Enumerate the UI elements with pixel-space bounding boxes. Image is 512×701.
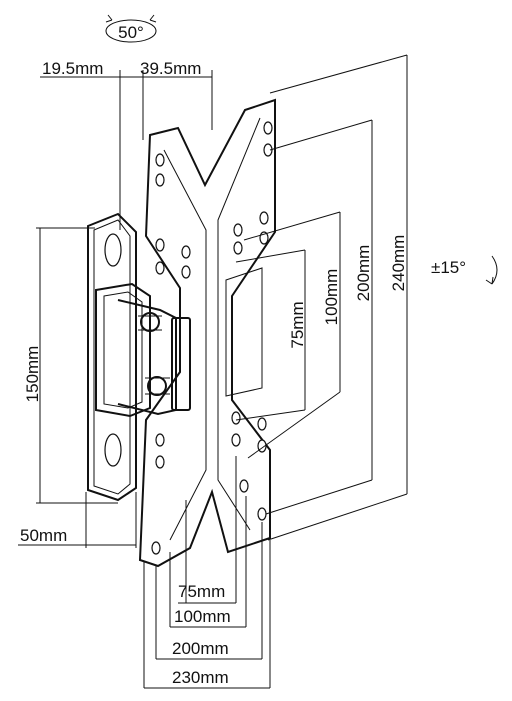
pivot-bolt-top — [140, 312, 160, 332]
dim-200mm-vertical: 200mm — [354, 245, 373, 302]
side-angle-label: ±15° — [431, 258, 466, 277]
dim-200mm-horizontal: 200mm — [172, 639, 229, 658]
keyhole-top — [104, 233, 122, 267]
pivot-bolt-bottom — [147, 376, 167, 396]
side-rotation-indicator: ±15° — [431, 255, 498, 285]
top-angle-label: 50° — [118, 23, 144, 42]
dim-75mm-vertical: 75mm — [288, 301, 307, 348]
right-vertical-dimensions: 240mm 200mm 100mm 75mm — [235, 54, 408, 541]
top-rotation-indicator: 50° — [105, 14, 157, 43]
dim-240mm: 240mm — [389, 235, 408, 292]
dim-39-5mm: 39.5mm — [140, 59, 201, 78]
dim-50mm: 50mm — [20, 526, 67, 545]
wall-plate — [87, 212, 137, 502]
dim-19-5mm: 19.5mm — [42, 59, 103, 78]
dim-100mm-vertical: 100mm — [322, 269, 341, 326]
keyhole-bottom — [104, 433, 122, 467]
top-dimension-lines: 19.5mm 39.5mm — [40, 59, 213, 230]
dim-75mm-horizontal: 75mm — [178, 582, 225, 601]
tilt-bracket — [95, 282, 191, 418]
vesa-plate — [138, 98, 276, 568]
dim-100mm-horizontal: 100mm — [174, 607, 231, 626]
dim-150mm: 150mm — [23, 346, 42, 403]
dim-230mm: 230mm — [172, 668, 229, 687]
left-vertical-dimension: 150mm — [23, 227, 118, 504]
bottom-dimension-lines: 50mm 75mm 100mm 200mm 230mm — [18, 456, 271, 689]
